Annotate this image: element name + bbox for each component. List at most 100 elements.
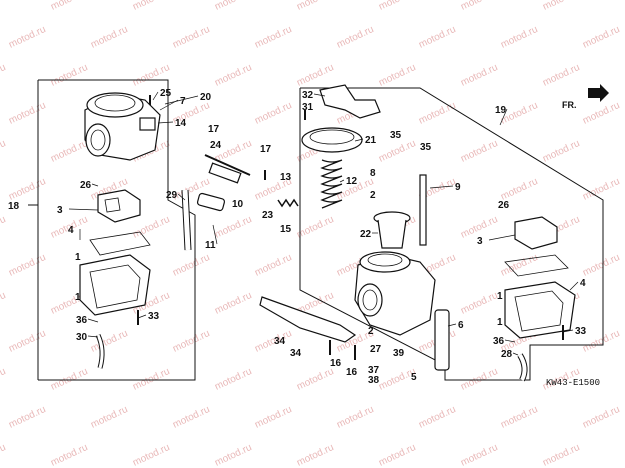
jet-needle	[419, 174, 427, 246]
watermark-text: motod.ru	[131, 366, 171, 393]
callout-c39: 39	[393, 348, 405, 359]
watermark-text: motod.ru	[0, 214, 8, 241]
watermark-text: motod.ru	[0, 442, 8, 468]
watermark-text: motod.ru	[459, 0, 499, 13]
watermark-text: motod.ru	[541, 62, 581, 89]
watermark-text: motod.ru	[253, 100, 293, 127]
watermark-text: motod.ru	[213, 214, 253, 241]
right-assembly-frame	[299, 87, 604, 381]
watermark-text: motod.ru	[581, 252, 621, 279]
callout-c23: 23	[262, 210, 274, 221]
leader-line	[313, 93, 326, 97]
right-float-chamber	[504, 254, 576, 339]
callout-c2b: 2	[368, 326, 374, 337]
left-float-chamber	[79, 231, 151, 316]
watermark-text: motod.ru	[0, 62, 8, 89]
left-assembly-frame	[28, 79, 196, 381]
callout-c32: 32	[302, 90, 314, 101]
leader-line	[512, 352, 519, 356]
watermark-text: motod.ru	[459, 62, 499, 89]
callout-c1a: 1	[75, 252, 81, 263]
watermark-text: motod.ru	[7, 404, 47, 431]
callout-c22: 22	[360, 229, 372, 240]
callout-c35a: 35	[390, 130, 402, 141]
callout-c9: 9	[455, 182, 461, 193]
watermark-text: motod.ru	[377, 442, 417, 468]
right-drain-hose	[517, 353, 528, 382]
piston-diaphragm	[373, 211, 411, 249]
watermark-text: motod.ru	[7, 328, 47, 355]
callout-c10: 10	[232, 199, 244, 210]
callout-c2a: 2	[370, 190, 376, 201]
callout-c31: 31	[302, 102, 314, 113]
callout-c20: 20	[200, 92, 212, 103]
watermark-text: motod.ru	[253, 404, 293, 431]
watermark-text: motod.ru	[459, 366, 499, 393]
callout-c30: 30	[76, 332, 88, 343]
watermark-text: motod.ru	[459, 290, 499, 317]
watermark-text: motod.ru	[171, 252, 211, 279]
callout-c4a: 4	[68, 225, 74, 236]
watermark-text: motod.ru	[0, 138, 8, 165]
leader-line	[447, 323, 457, 327]
watermark-text: motod.ru	[49, 0, 89, 13]
callout-c1d: 1	[497, 317, 503, 328]
needle-jet-holder	[434, 309, 450, 371]
callout-c19: 19	[495, 105, 507, 116]
callout-c17: 17	[208, 124, 220, 135]
callout-c27: 27	[370, 344, 382, 355]
callout-c26a: 26	[80, 180, 92, 191]
leader-line	[137, 314, 147, 319]
callout-c28: 28	[501, 349, 513, 360]
watermark-text: motod.ru	[253, 24, 293, 51]
watermark-text: motod.ru	[295, 442, 335, 468]
callout-c25: 25	[160, 88, 172, 99]
watermark-text: motod.ru	[89, 24, 129, 51]
watermark-text: motod.ru	[213, 62, 253, 89]
diagram-code: KW43-E1500	[546, 378, 600, 388]
watermark-text: motod.ru	[581, 100, 621, 127]
watermark-text: motod.ru	[335, 24, 375, 51]
callout-c17b: 17	[260, 144, 272, 155]
watermark-text: motod.ru	[7, 24, 47, 51]
callout-c34a: 34	[274, 336, 286, 347]
leader-line	[429, 185, 454, 189]
link-plate	[259, 296, 357, 343]
watermark-text: motod.ru	[459, 138, 499, 165]
watermark-text: motod.ru	[499, 176, 539, 203]
callout-c13: 13	[280, 172, 292, 183]
watermark-text: motod.ru	[499, 24, 539, 51]
leader-line	[91, 183, 99, 187]
vent-tube	[181, 189, 192, 251]
leader-line	[68, 208, 99, 211]
callout-c12: 12	[346, 176, 358, 187]
joint-pipe	[196, 192, 226, 212]
callout-c1b: 1	[75, 292, 81, 303]
throttle-link-rod	[204, 154, 251, 184]
watermark-text: motod.ru	[0, 0, 8, 13]
watermark-text: motod.ru	[377, 62, 417, 89]
watermark-text: motod.ru	[541, 442, 581, 468]
watermark-text: motod.ru	[213, 442, 253, 468]
callout-c29: 29	[166, 190, 178, 201]
watermark-text: motod.ru	[253, 252, 293, 279]
leader-line	[339, 179, 345, 183]
leader-line	[504, 339, 516, 343]
callout-c16a: 16	[330, 358, 342, 369]
callout-c36a: 36	[76, 315, 88, 326]
callout-c6: 6	[458, 320, 464, 331]
callout-c33a: 33	[148, 311, 160, 322]
watermark-text: motod.ru	[459, 442, 499, 468]
leader-line	[177, 193, 186, 201]
left-float-valve-assembly	[97, 189, 141, 223]
callout-c26b: 26	[498, 200, 510, 211]
callout-c8: 8	[370, 168, 376, 179]
watermark-text: motod.ru	[213, 290, 253, 317]
callout-c4b: 4	[580, 278, 586, 289]
callout-c34b: 34	[290, 348, 302, 359]
small-screws	[137, 95, 564, 360]
vacuum-chamber-cover	[301, 127, 363, 153]
leader-line	[488, 234, 516, 241]
